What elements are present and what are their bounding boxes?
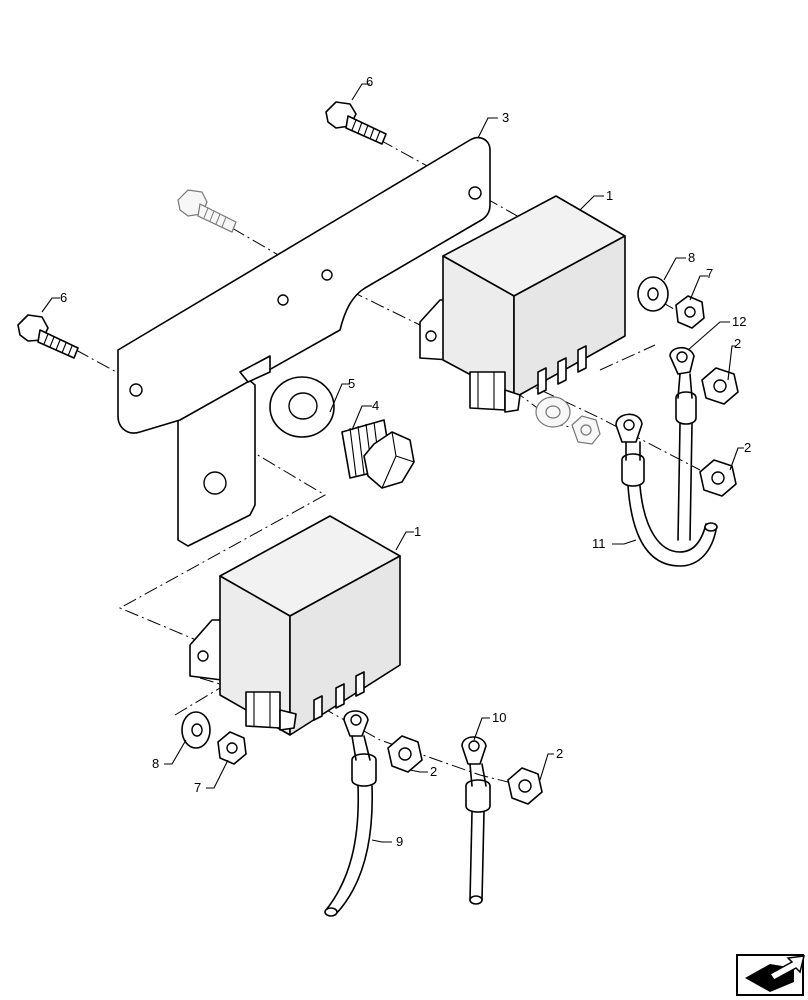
callout-1-upper: 1 (606, 188, 613, 203)
washer-large (269, 376, 335, 438)
callout-6-left: 6 (60, 290, 67, 305)
bolt-left (17, 314, 79, 359)
callout-7-lower: 7 (194, 780, 201, 795)
callout-11: 11 (592, 536, 606, 551)
nut-lower (217, 731, 247, 765)
nut-lower-b (507, 767, 543, 805)
relay-lower (189, 515, 401, 736)
mounting-bracket (117, 136, 491, 547)
nut-lower-a (387, 735, 423, 773)
washer-upper (637, 276, 669, 312)
callout-2-d: 2 (556, 746, 563, 761)
callout-12: 12 (732, 314, 746, 329)
nut-right-a (701, 367, 739, 405)
relay-upper (419, 195, 626, 413)
callout-8-upper: 8 (688, 250, 695, 265)
cable-10 (461, 736, 491, 905)
callout-3: 3 (502, 110, 509, 125)
washer-lower (181, 711, 211, 749)
cable-12 (669, 346, 697, 541)
bolt-hidden (177, 189, 237, 233)
callout-2-b: 2 (744, 440, 751, 455)
callout-leaders (41, 83, 744, 843)
callout-1-lower: 1 (414, 524, 421, 539)
nut-upper (675, 295, 705, 329)
callout-2-c: 2 (430, 764, 437, 779)
callout-6-top: 6 (366, 74, 373, 89)
cable-9 (324, 710, 377, 917)
bolt-large (341, 419, 415, 489)
callout-7-upper: 7 (706, 266, 713, 281)
nut-right-b (699, 459, 737, 497)
callout-8-lower: 8 (152, 756, 159, 771)
bolt-top (325, 101, 387, 145)
callout-2-a: 2 (734, 336, 741, 351)
next-page-arrow-icon[interactable] (736, 954, 805, 996)
callout-9: 9 (396, 834, 403, 849)
callout-labels: 6 3 1 8 7 12 2 2 11 5 4 6 1 8 7 2 9 10 2 (60, 74, 751, 849)
callout-10: 10 (492, 710, 506, 725)
cable-11 (615, 413, 718, 567)
callout-4: 4 (372, 398, 379, 413)
callout-5: 5 (348, 376, 355, 391)
hidden-washer-nut (535, 396, 601, 445)
